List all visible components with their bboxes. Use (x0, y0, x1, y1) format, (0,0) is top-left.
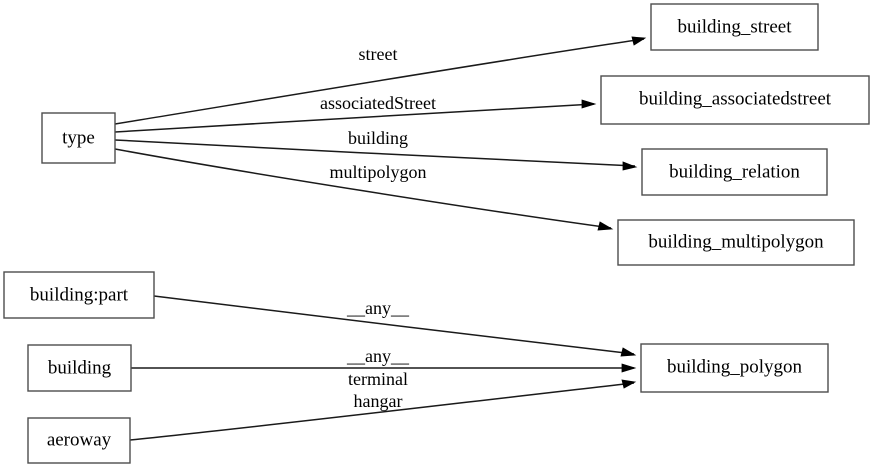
edge-label-any-building-part: __any__ (346, 298, 410, 318)
node-box (27, 344, 132, 392)
edge-line (114, 139, 636, 167)
node-building-relation[interactable]: building_relation (641, 148, 828, 196)
node-box (600, 75, 870, 125)
node-building-street[interactable]: building_street (650, 3, 819, 51)
edge-type-to-building-associatedstreet[interactable] (114, 99, 597, 133)
edge-layer (114, 36, 647, 441)
arrowhead-icon (621, 379, 637, 389)
node-box (27, 417, 131, 464)
node-box (640, 343, 829, 393)
node-aeroway[interactable]: aeroway (27, 417, 131, 464)
node-building-associatedstreet[interactable]: building_associatedstreet (600, 75, 870, 125)
edge-label-terminal: terminal (348, 369, 408, 389)
node-building-multipolygon[interactable]: building_multipolygon (617, 219, 855, 266)
edge-label-layer: street associatedStreet building multipo… (320, 44, 436, 411)
arrowhead-icon (581, 99, 597, 109)
node-building[interactable]: building (27, 344, 132, 392)
node-label: type (62, 127, 95, 148)
edge-type-to-building-street[interactable] (114, 36, 647, 125)
edge-building-part-to-building-polygon[interactable] (153, 295, 637, 357)
edge-label-hangar: hangar (354, 391, 403, 411)
node-box (41, 112, 116, 164)
arrowhead-icon (622, 161, 638, 171)
edge-label-multipolygon: multipolygon (329, 162, 426, 182)
node-layer: type building_street building_associated… (3, 3, 870, 464)
edge-line (129, 382, 635, 441)
edge-label-any-building: __any__ (346, 346, 410, 366)
node-box (650, 3, 819, 51)
edge-line (153, 295, 635, 355)
arrowhead-icon (620, 347, 637, 357)
node-label: building_polygon (667, 356, 803, 377)
arrowhead-icon (597, 221, 614, 231)
node-label: building_multipolygon (648, 231, 824, 252)
node-label: aeroway (47, 429, 112, 450)
node-label: building:part (30, 284, 129, 305)
arrowhead-icon (631, 36, 647, 46)
edge-type-to-building-multipolygon[interactable] (114, 148, 614, 231)
node-type[interactable]: type (41, 112, 116, 164)
edge-label-street: street (359, 44, 398, 64)
node-box (3, 271, 155, 319)
edge-label-building: building (348, 128, 408, 148)
edge-building-to-building-polygon[interactable] (131, 363, 637, 373)
node-label: building_relation (669, 161, 800, 182)
node-label: building_street (678, 16, 793, 37)
node-building-part[interactable]: building:part (3, 271, 155, 319)
node-label: building_associatedstreet (639, 88, 832, 109)
node-box (617, 219, 855, 266)
node-label: building (48, 357, 112, 378)
node-box (641, 148, 828, 196)
edge-type-to-building-relation[interactable] (114, 139, 638, 171)
edge-line (114, 38, 645, 125)
edge-label-associatedstreet: associatedStreet (320, 93, 436, 113)
edge-line (114, 148, 612, 229)
node-building-polygon[interactable]: building_polygon (640, 343, 829, 393)
edge-line (114, 103, 595, 133)
arrowhead-icon (621, 363, 637, 373)
edge-aeroway-to-building-polygon[interactable] (129, 379, 637, 441)
